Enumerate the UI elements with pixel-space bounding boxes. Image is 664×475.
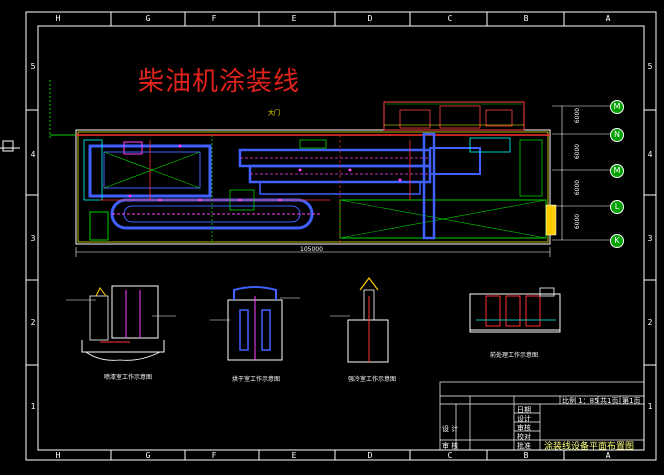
row-label-right: 1: [647, 402, 653, 411]
title-block-scale: 比例 1：85: [562, 397, 599, 405]
title-block-row: 校对: [517, 433, 531, 441]
plant-layout: [49, 80, 557, 257]
overall-length-dimension: 105000: [300, 246, 323, 253]
col-label-bottom: H: [55, 451, 61, 460]
col-label-top: H: [55, 14, 61, 23]
col-label-bottom: C: [447, 451, 453, 460]
col-label-top: F: [211, 14, 217, 23]
col-label-bottom: E: [291, 451, 297, 460]
section-spray-booth: [66, 285, 176, 361]
section-cooling-room: [330, 277, 389, 363]
title-block-drawing-name: 涂装线设备平面布置图: [544, 442, 635, 452]
dimension-label: 6000: [574, 179, 582, 196]
caption-pretreatment: 前处理工作示意图: [490, 352, 539, 359]
title-block-row: 日期: [517, 406, 531, 414]
caption-spray-booth: 喷漆室工作示意图: [104, 374, 153, 381]
right-dimensions: [552, 105, 612, 241]
row-label-right: 3: [647, 234, 653, 243]
caption-drying-room: 烘干室工作示意图: [232, 376, 281, 383]
col-label-top: G: [145, 14, 151, 23]
row-label-right: 5: [647, 62, 653, 71]
title-block-sheet-no: 第1页: [622, 397, 641, 405]
col-label-bottom: F: [211, 451, 217, 460]
row-label-right: 4: [647, 150, 653, 159]
axis-bubble: N: [610, 128, 624, 142]
title-block-row: 批准: [517, 442, 531, 450]
row-label-left: 4: [30, 150, 36, 159]
dimension-label: 6000: [574, 107, 582, 124]
axis-bubble: L: [610, 200, 624, 214]
col-label-top: D: [367, 14, 373, 23]
title-block: [439, 381, 645, 451]
row-label-left: 2: [30, 318, 36, 327]
title-block-left-row: 设 计: [442, 425, 459, 433]
col-label-top: A: [605, 14, 611, 23]
axis-bubble: M: [610, 100, 624, 114]
row-label-right: 2: [647, 318, 653, 327]
title-block-sheets: 共1页: [600, 397, 619, 405]
inner-border: [37, 25, 645, 451]
drawing-title: 柴油机涂装线: [138, 67, 301, 97]
col-label-top: C: [447, 14, 453, 23]
col-label-bottom: A: [605, 451, 611, 460]
axis-bubble: K: [610, 234, 624, 248]
col-label-bottom: B: [523, 451, 529, 460]
dimension-label: 6000: [574, 213, 582, 230]
section-drying-room: [210, 286, 300, 361]
dimension-label: 6000: [574, 143, 582, 160]
col-label-bottom: D: [367, 451, 373, 460]
gate-label: 大门: [268, 110, 281, 117]
caption-cooling-room: 强冷室工作示意图: [348, 376, 397, 383]
title-block-row: 设计: [517, 415, 531, 423]
row-label-left: 3: [30, 234, 36, 243]
outer-border: [25, 11, 657, 461]
section-pretreatment: [469, 287, 561, 333]
axis-bubble: M: [610, 164, 624, 178]
col-label-top: B: [523, 14, 529, 23]
row-label-left: 1: [30, 402, 36, 411]
col-label-bottom: G: [145, 451, 151, 460]
cursor-crosshair: [0, 140, 20, 152]
title-block-row: 审核: [517, 424, 531, 432]
grid-ticks: [26, 12, 656, 460]
row-label-left: 5: [30, 62, 36, 71]
col-label-top: E: [291, 14, 297, 23]
title-block-left-row: 审 核: [442, 442, 459, 450]
